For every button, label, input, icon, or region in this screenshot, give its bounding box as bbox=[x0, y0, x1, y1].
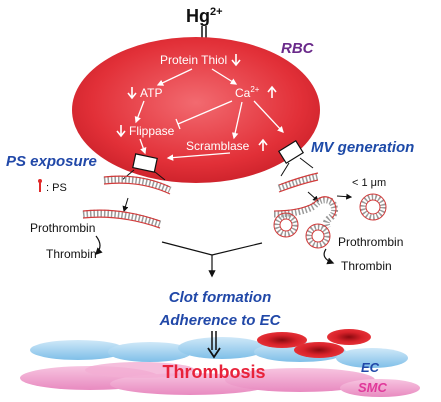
hg-ion-label: Hg2+ bbox=[186, 6, 223, 26]
mv-scale-label: < 1 μm bbox=[352, 177, 386, 189]
ps-legend-icon bbox=[38, 179, 42, 192]
mv-generation-title: MV generation bbox=[311, 139, 414, 156]
ps-exposure-title: PS exposure bbox=[6, 153, 97, 170]
rbc-label: RBC bbox=[281, 40, 315, 57]
thrombosis-label: Thrombosis bbox=[162, 362, 265, 382]
convergence-lines bbox=[161, 241, 263, 278]
rbc-cell-body bbox=[72, 37, 320, 183]
signaling-arrows bbox=[134, 68, 284, 161]
ps-membrane-upper bbox=[103, 175, 172, 195]
thrombosis-arrow bbox=[207, 331, 221, 359]
ps-down-arrow bbox=[122, 197, 129, 213]
left-zoom-box bbox=[121, 153, 166, 181]
protein-thiol-label: Protein Thiol bbox=[160, 53, 227, 67]
left-conversion-arrow bbox=[94, 235, 103, 256]
scramblase-up-arrow bbox=[258, 138, 268, 151]
protein-thiol-down-arrow bbox=[231, 54, 241, 67]
atp-down-arrow bbox=[127, 87, 137, 100]
mv-budding-membrane bbox=[273, 196, 339, 230]
scramblase-label: Scramblase bbox=[186, 139, 250, 153]
right-prothrombin-label: Prothrombin bbox=[338, 235, 403, 249]
left-thrombin-label: Thrombin bbox=[46, 247, 97, 261]
microvesicle-3 bbox=[305, 223, 331, 249]
adherent-rbcs bbox=[257, 329, 371, 358]
microvesicle-2 bbox=[273, 212, 299, 238]
right-conversion-arrow bbox=[323, 248, 335, 265]
atp-label: ATP bbox=[140, 86, 162, 100]
flippase-label: Flippase bbox=[129, 124, 175, 138]
right-zoom-box bbox=[277, 139, 314, 177]
calcium-up-arrow bbox=[267, 85, 277, 98]
calcium-label: Ca2+ bbox=[235, 85, 260, 100]
mv-membrane-upper bbox=[277, 172, 319, 193]
flippase-down-arrow bbox=[116, 125, 126, 138]
ps-membrane-lower bbox=[82, 209, 162, 229]
clot-formation-label: Clot formation bbox=[169, 289, 272, 306]
adherence-ec-label: Adherence to EC bbox=[159, 312, 282, 329]
smc-layer bbox=[20, 362, 420, 397]
mv-budding-arrow-2 bbox=[336, 193, 353, 200]
smc-label: SMC bbox=[358, 380, 388, 395]
right-thrombin-label: Thrombin bbox=[341, 259, 392, 273]
ps-legend-label: : PS bbox=[46, 182, 67, 194]
ec-label: EC bbox=[361, 360, 380, 375]
left-prothrombin-label: Prothrombin bbox=[30, 221, 95, 235]
microvesicle-1 bbox=[359, 193, 387, 221]
